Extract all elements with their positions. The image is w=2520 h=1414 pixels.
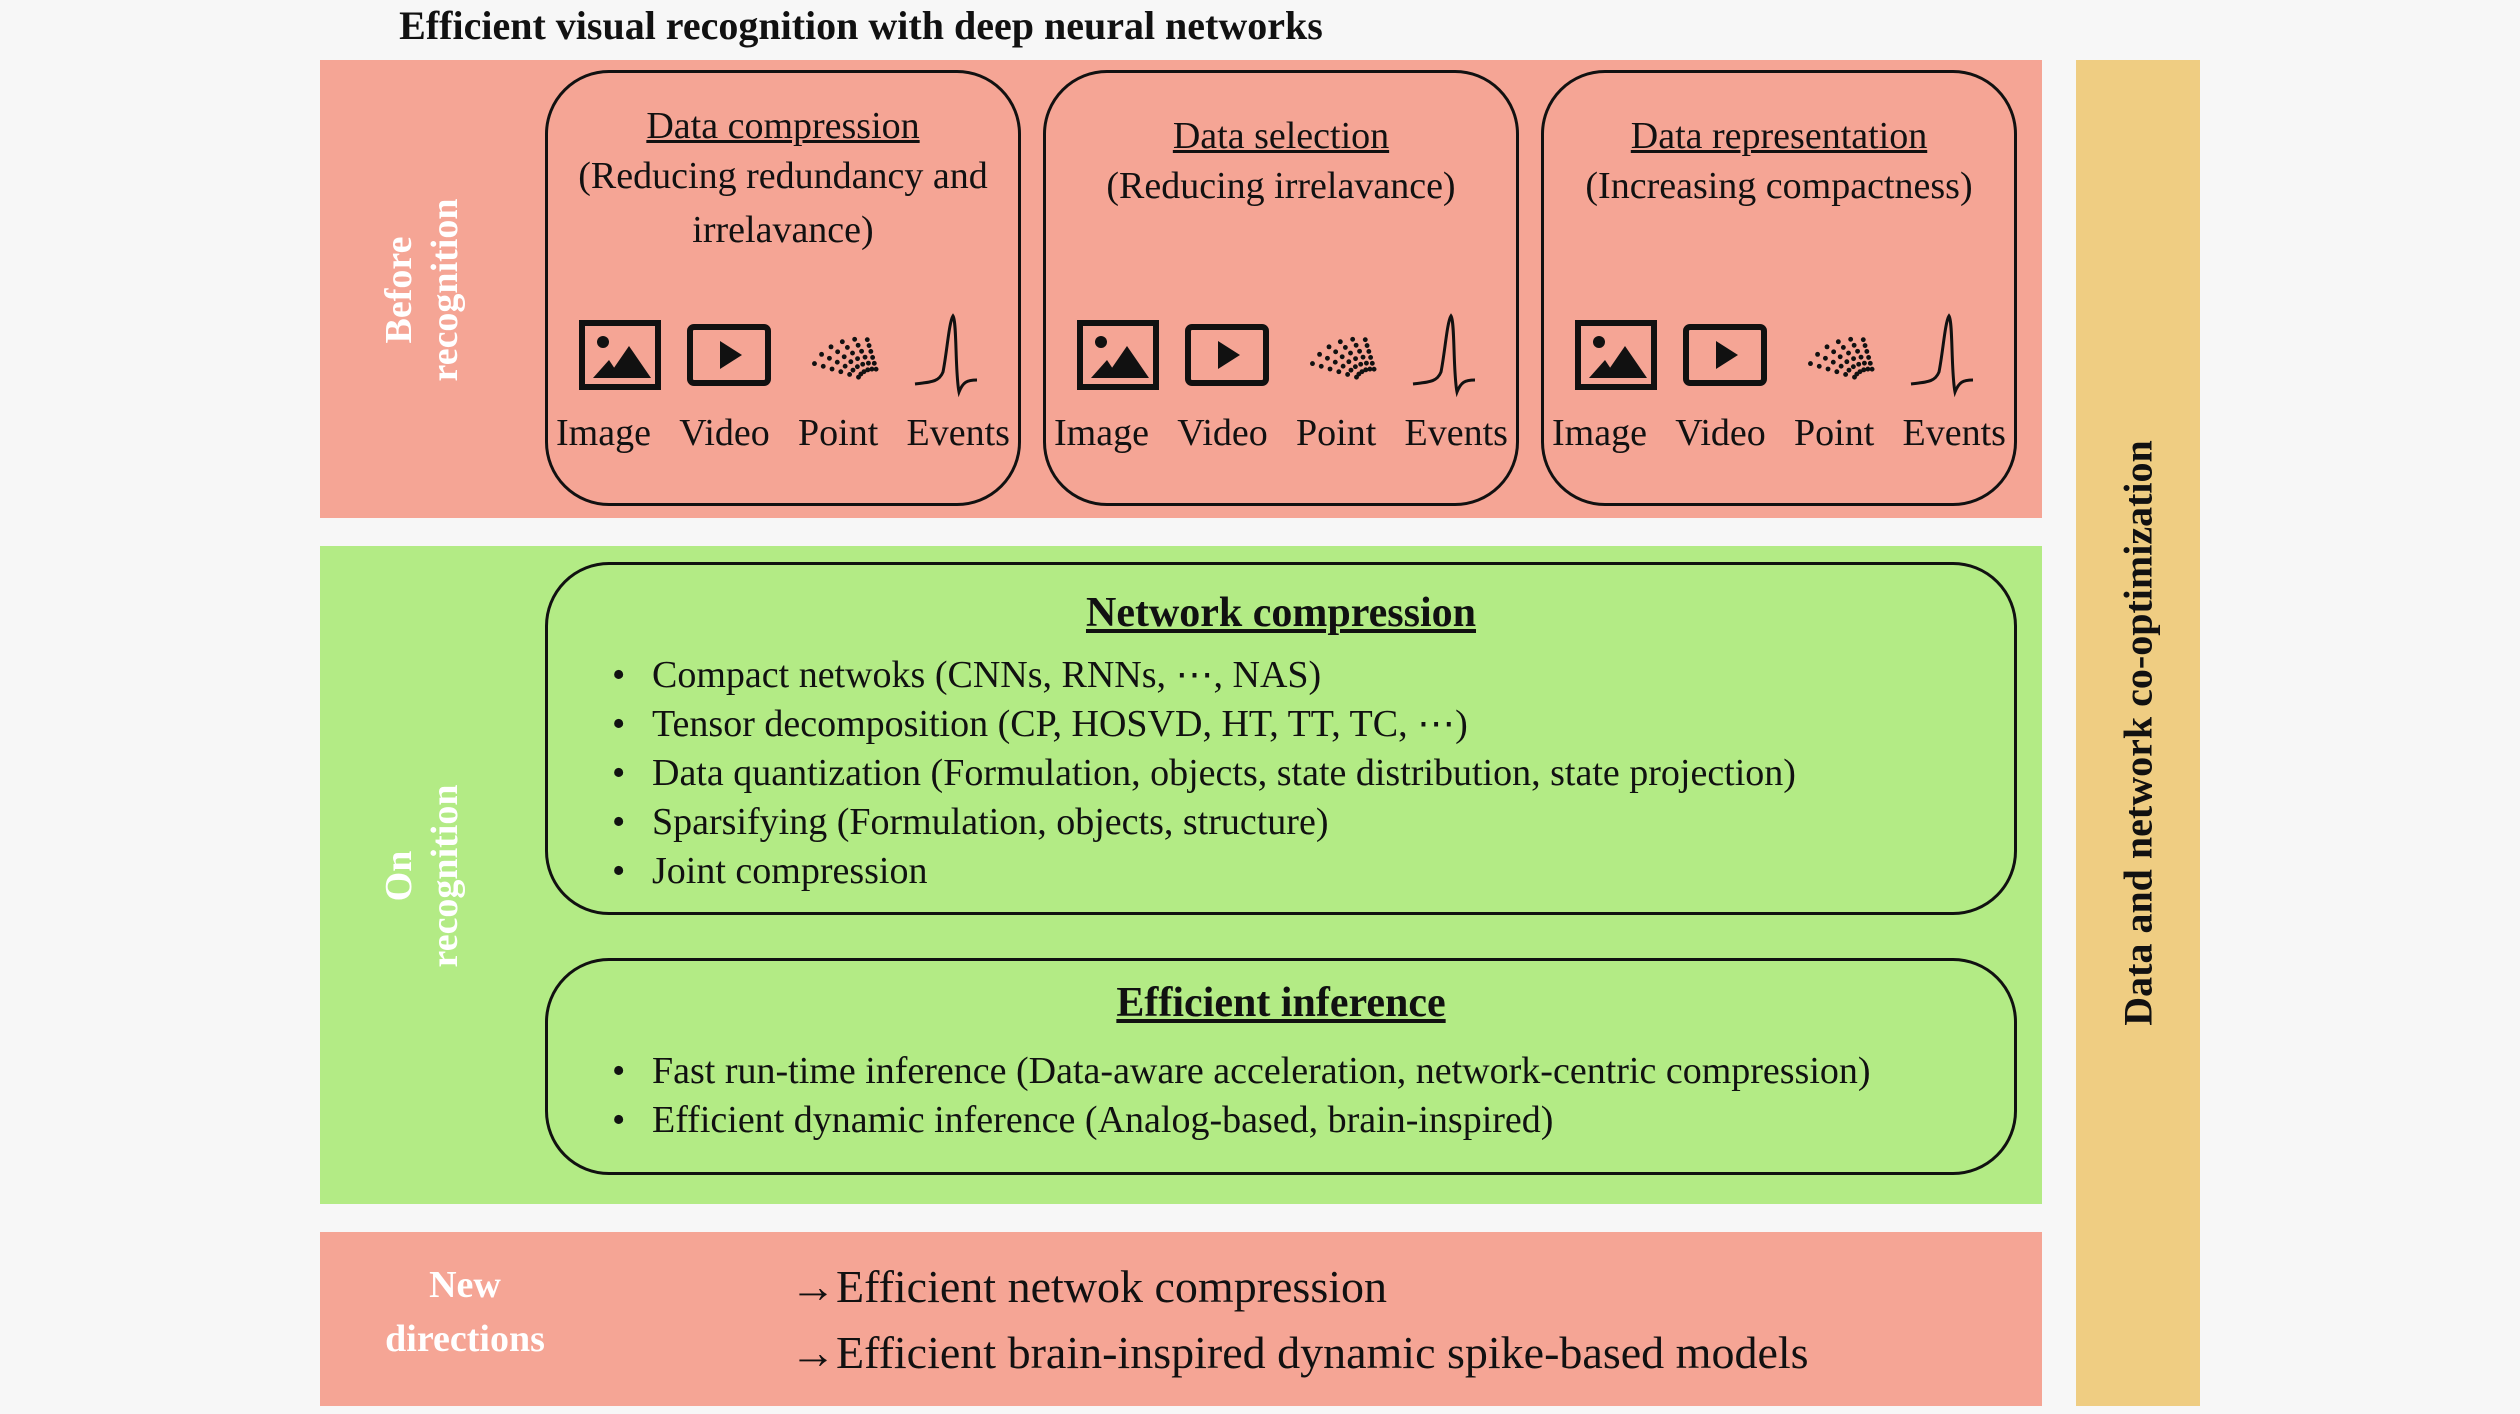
bullet-item: Fast run-time inference (Data-aware acce…: [612, 1047, 2014, 1096]
before-recognition-panel: Before recognition Data compression (Redu…: [320, 60, 2042, 518]
modality-label: Events: [1902, 412, 2006, 454]
modality-label: Video: [1177, 412, 1268, 454]
modality-label: Image: [556, 412, 651, 454]
event-spike-icon: [1899, 313, 1985, 398]
modality-labels: Image Video Point Events: [1046, 411, 1516, 455]
label-line: recognition: [424, 198, 466, 382]
modality-label: Events: [906, 412, 1010, 454]
modality-labels: Image Video Point Events: [1544, 411, 2014, 455]
data-box-heading: Data representation: [1630, 115, 1928, 157]
point-cloud-icon: [794, 319, 880, 391]
modality-label: Point: [1296, 412, 1377, 454]
network-compression-heading: Network compression: [1085, 590, 1477, 636]
data-box-subtitle: (Increasing compactness): [1585, 165, 1973, 207]
co-optimization-bar: Data and network co-optimization: [2076, 60, 2200, 1406]
point-cloud-icon: [1790, 319, 1876, 391]
modality-label: Point: [1794, 412, 1875, 454]
new-direction-text: Efficient brain-inspired dynamic spike-b…: [836, 1327, 1809, 1378]
data-box-heading: Data selection: [1172, 115, 1390, 157]
arrow-right-icon: →: [790, 1261, 836, 1312]
event-spike-icon: [1401, 313, 1487, 398]
modality-label: Image: [1552, 412, 1647, 454]
data-box-subtitle: (Reducing irrelavance): [1106, 165, 1456, 207]
modality-icons: [1046, 313, 1516, 398]
image-icon: [1075, 319, 1161, 391]
modality-label: Video: [1675, 412, 1766, 454]
label-line: directions: [385, 1318, 545, 1360]
on-recognition-label: On recognition: [376, 785, 468, 968]
arrow-right-icon: →: [790, 1327, 836, 1378]
efficient-inference-box: Efficient inference Fast run-time infere…: [545, 958, 2017, 1175]
data-box-data-selection: Data selection (Reducing irrelavance) Imag…: [1043, 70, 1519, 506]
bullet-item: Tensor decomposition (CP, HOSVD, HT, TT,…: [612, 700, 2014, 749]
new-direction-text: Efficient netwok compression: [836, 1261, 1388, 1312]
modality-labels: Image Video Point Events: [548, 411, 1018, 455]
new-directions-panel: New directions →Efficient netwok compres…: [320, 1232, 2042, 1406]
video-icon: [1184, 319, 1270, 391]
bullet-item: Efficient dynamic inference (Analog-base…: [612, 1096, 2014, 1145]
event-spike-icon: [903, 313, 989, 398]
image-icon: [577, 319, 663, 391]
modality-label: Video: [679, 412, 770, 454]
new-directions-label: New directions: [360, 1262, 570, 1362]
label-line: recognition: [424, 784, 466, 968]
new-direction-item: →Efficient brain-inspired dynamic spike-…: [790, 1326, 1809, 1379]
bullet-item: Sparsifying (Formulation, objects, struc…: [612, 798, 2014, 847]
video-icon: [686, 319, 772, 391]
modality-icons: [548, 313, 1018, 398]
modality-label: Point: [798, 412, 879, 454]
efficient-inference-list: Fast run-time inference (Data-aware acce…: [548, 1047, 2014, 1145]
modality-icons: [1544, 313, 2014, 398]
efficient-inference-heading: Efficient inference: [1116, 980, 1446, 1026]
video-icon: [1682, 319, 1768, 391]
before-recognition-label: Before recognition: [376, 199, 468, 382]
image-icon: [1573, 319, 1659, 391]
bullet-item: Data quantization (Formulation, objects,…: [612, 749, 2014, 798]
bullet-item: Joint compression: [612, 847, 2014, 896]
label-line: Before: [378, 236, 420, 344]
new-direction-item: →Efficient netwok compression: [790, 1260, 1387, 1313]
point-cloud-icon: [1292, 319, 1378, 391]
on-recognition-panel: On recognition Network compression Compa…: [320, 546, 2042, 1204]
network-compression-box: Network compression Compact netwoks (CNN…: [545, 562, 2017, 915]
co-optimization-label: Data and network co-optimization: [2115, 440, 2161, 1026]
data-box-data-representation: Data representation (Increasing compactne…: [1541, 70, 2017, 506]
modality-label: Image: [1054, 412, 1149, 454]
diagram-title: Efficient visual recognition with deep n…: [399, 3, 1323, 48]
label-line: On: [378, 850, 420, 902]
label-line: New: [429, 1264, 501, 1306]
data-box-data-compression: Data compression (Reducing redundancy and…: [545, 70, 1021, 506]
bullet-item: Compact netwoks (CNNs, RNNs, ⋯, NAS): [612, 651, 2014, 700]
network-compression-list: Compact netwoks (CNNs, RNNs, ⋯, NAS)Tens…: [548, 651, 2014, 896]
data-box-heading: Data compression: [646, 105, 920, 147]
modality-label: Events: [1404, 412, 1508, 454]
data-box-subtitle: (Reducing redundancy and irrelavance): [578, 155, 988, 251]
